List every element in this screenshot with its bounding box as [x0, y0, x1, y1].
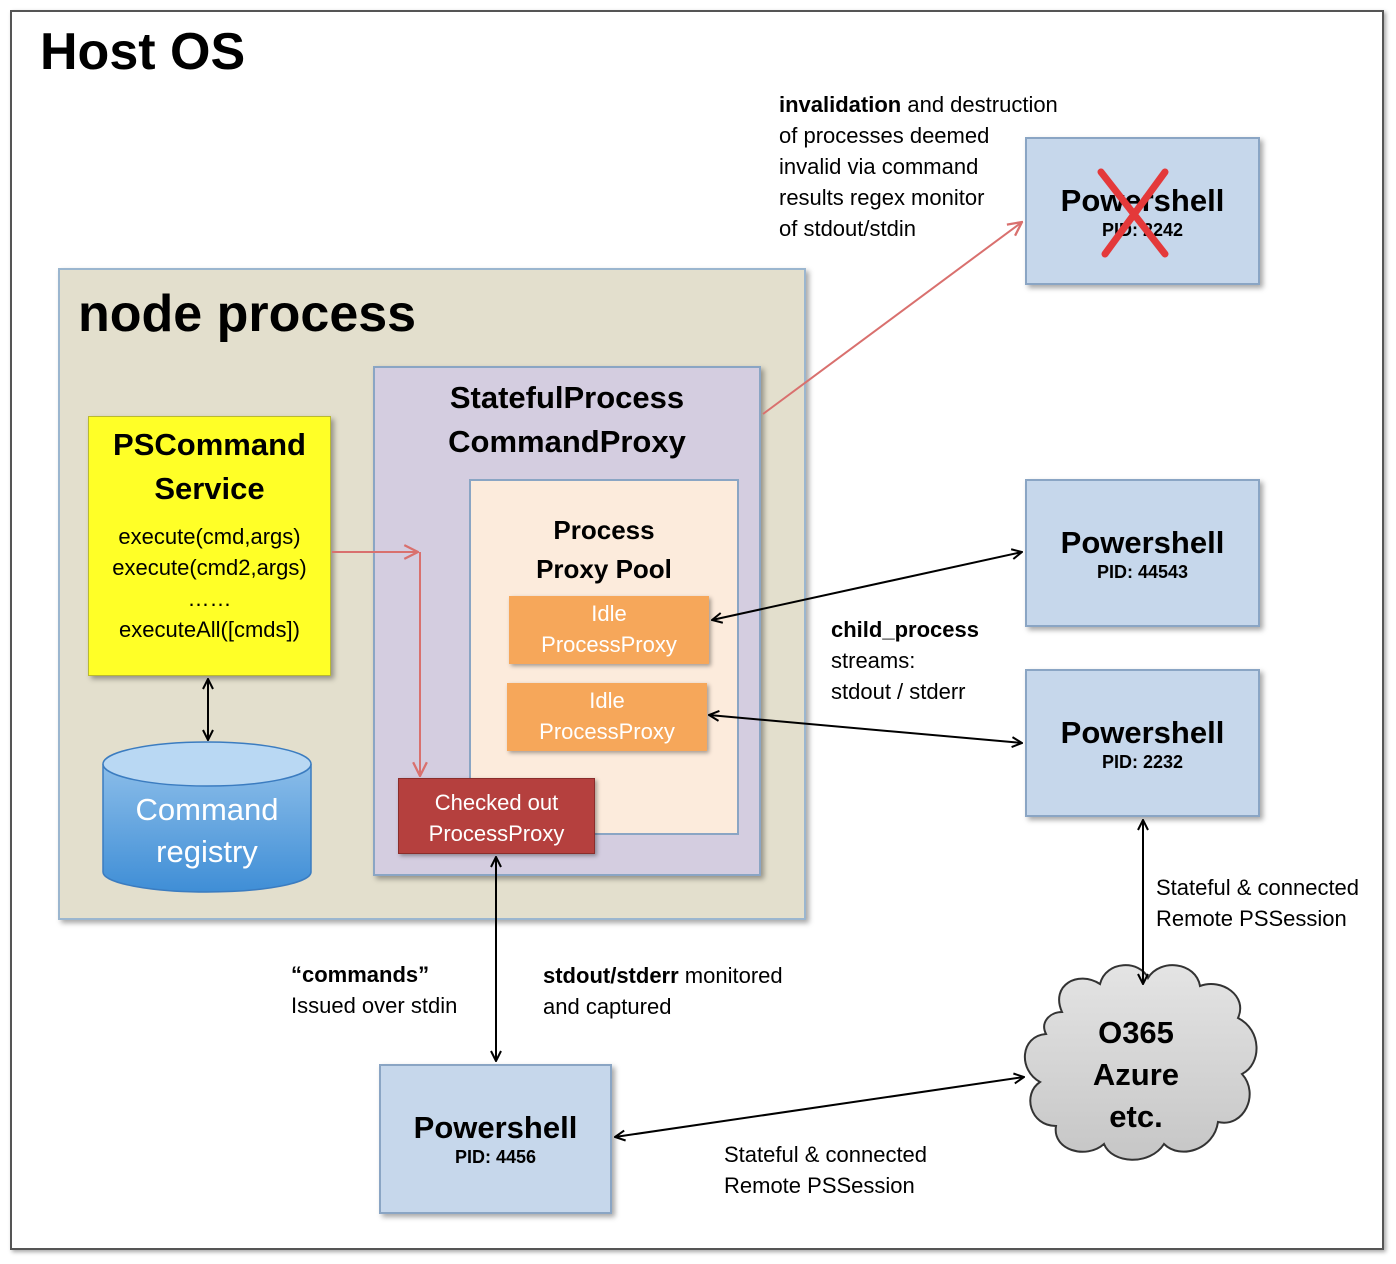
- remote-session-right-line-2: Remote PSSession: [1156, 906, 1347, 931]
- idle-proxy-2-line2: ProcessProxy: [539, 719, 675, 744]
- cloud-line2: Azure: [1093, 1057, 1179, 1092]
- powershell-44543-pid: PID: 44543: [1096, 562, 1189, 582]
- stdout-rest: monitored: [678, 963, 783, 988]
- method-execute-2: execute(cmd2,args): [112, 555, 307, 580]
- invalidation-line-3: results regex monitor: [779, 185, 985, 210]
- stdout-label: stdout/stderr monitored and captured: [543, 960, 783, 1022]
- child-process-line-1: streams:: [831, 648, 916, 673]
- idle-proxy-1-line2: ProcessProxy: [541, 632, 677, 657]
- checked-out-line1: Checked out: [434, 790, 559, 815]
- invalidation-label: invalidation and destruction of processe…: [779, 89, 1058, 244]
- invalidation-line-4: of stdout/stdin: [779, 216, 916, 241]
- idle-proxy-1-line1: Idle: [591, 601, 627, 626]
- invalidated-x-mark: [1097, 168, 1169, 258]
- powershell-44543-name: Powershell: [1060, 525, 1225, 560]
- checked-out-line2: ProcessProxy: [428, 821, 565, 846]
- remote-session-right-line-1: Stateful & connected: [1156, 875, 1360, 900]
- host-os-title: Host OS: [40, 23, 246, 81]
- method-execute-all: executeAll([cmds]): [119, 617, 300, 642]
- powershell-2232-pid: PID: 2232: [1101, 752, 1184, 772]
- node-process-title: node process: [78, 285, 417, 343]
- idle-proxy-2-line1: Idle: [589, 688, 625, 713]
- remote-session-bottom-label: Stateful & connected Remote PSSession: [724, 1139, 927, 1201]
- remote-session-bottom-line-2: Remote PSSession: [724, 1173, 915, 1198]
- command-registry-line2: registry: [156, 834, 258, 869]
- powershell-4456-name: Powershell: [413, 1110, 578, 1145]
- invalidation-line-1: of processes deemed: [779, 123, 990, 148]
- method-execute: execute(cmd,args): [118, 524, 301, 549]
- ps-command-service-box: PSCommand Service execute(cmd,args) exec…: [88, 416, 331, 676]
- powershell-2232-name: Powershell: [1060, 715, 1225, 750]
- cloud-line3: etc.: [1109, 1099, 1162, 1134]
- pool-title-line2: Proxy Pool: [536, 554, 672, 584]
- invalidation-line-2: invalid via command: [779, 154, 979, 179]
- commands-label: “commands” Issued over stdin: [291, 959, 457, 1021]
- stdout-line-2: and captured: [543, 994, 672, 1019]
- stateful-proxy-title-line2: CommandProxy: [448, 424, 686, 459]
- remote-session-right-label: Stateful & connected Remote PSSession: [1156, 872, 1359, 934]
- commands-line: Issued over stdin: [291, 993, 458, 1018]
- idle-process-proxy-1: Idle ProcessProxy: [509, 596, 709, 664]
- powershell-4456-box: Powershell PID: 4456: [379, 1064, 612, 1214]
- command-registry-cylinder: Command registry: [102, 741, 312, 893]
- idle-1-powershell-connector: [712, 552, 1022, 620]
- command-registry-line1: Command: [136, 792, 279, 827]
- method-ellipsis: ……: [187, 586, 232, 611]
- cloud-line1: O365: [1098, 1015, 1174, 1050]
- checked-out-process-proxy: Checked out ProcessProxy: [398, 778, 595, 854]
- commands-bold: “commands”: [291, 962, 430, 987]
- powershell-2232-box: Powershell PID: 2232: [1025, 669, 1260, 817]
- ps-command-service-title-line1: PSCommand: [113, 427, 306, 462]
- invalidation-arrow: [762, 222, 1022, 415]
- pool-title-line1: Process: [553, 515, 655, 545]
- stateful-proxy-title-line1: StatefulProcess: [449, 380, 685, 415]
- remote-session-bottom-line-1: Stateful & connected: [724, 1142, 928, 1167]
- powershell-44543-box: Powershell PID: 44543: [1025, 479, 1260, 627]
- ps-command-service-title-line2: Service: [154, 471, 265, 506]
- child-process-line-2: stdout / stderr: [831, 679, 966, 704]
- idle-process-proxy-2: Idle ProcessProxy: [507, 683, 707, 751]
- invalidation-rest: and destruction: [901, 92, 1058, 117]
- invalidation-bold: invalidation: [779, 92, 902, 117]
- powershell-4456-pid: PID: 4456: [454, 1147, 537, 1167]
- stdout-bold: stdout/stderr: [543, 963, 679, 988]
- powershell-4456-cloud-connector: [615, 1077, 1024, 1137]
- cloud-o365-azure: O365 Azure etc.: [1024, 964, 1258, 1161]
- idle-2-powershell-connector: [709, 715, 1022, 743]
